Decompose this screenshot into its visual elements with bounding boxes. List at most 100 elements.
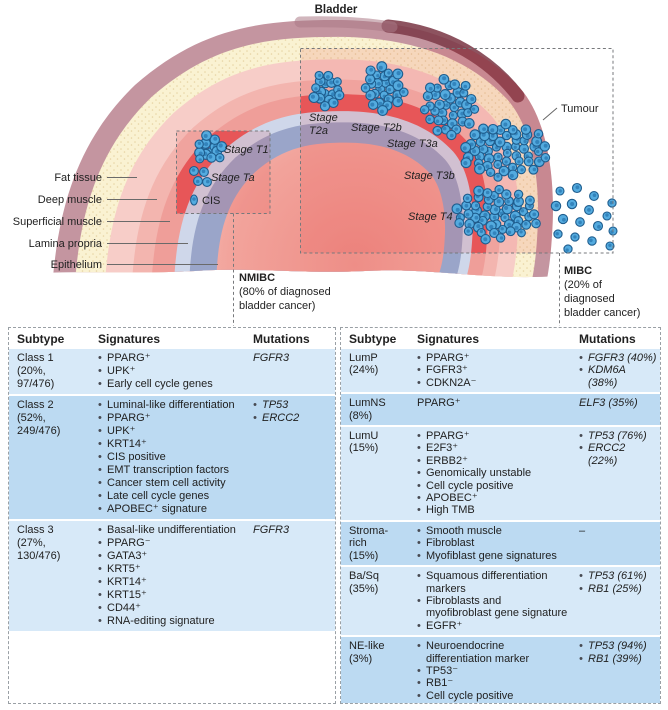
signatures-cell: •Squamous differentiation markers•Fibrob… xyxy=(409,570,571,632)
stage-t2a-cell-cluster xyxy=(308,70,345,112)
bullet-marker: • xyxy=(417,619,421,632)
list-item: •APOBEC⁺ xyxy=(417,492,478,505)
bullet-marker: • xyxy=(417,570,421,583)
stage-t2b-cell-cluster xyxy=(360,61,409,116)
list-item: •TP53 (61%) xyxy=(579,570,647,583)
list-item: •PPARG⁺ xyxy=(417,352,470,364)
list-item: •KRT5⁺ xyxy=(98,563,141,575)
table-header-row: Subtype Signatures Mutations xyxy=(9,328,335,349)
bullet-marker: • xyxy=(417,492,421,505)
list-item: •RB1⁻ xyxy=(417,677,454,690)
column-header: Subtype xyxy=(17,332,65,346)
bullet-marker: • xyxy=(98,438,102,450)
list-item: ELF3 (35%) xyxy=(579,397,638,410)
stage-t3a-cell-cluster xyxy=(419,73,480,141)
subtype-cell: LumU(15%) xyxy=(349,430,379,455)
bullet-marker: • xyxy=(98,615,102,627)
signatures-cell: •PPARG⁺•E2F3⁺•ERBB2⁺•Genomically unstabl… xyxy=(409,430,571,517)
table-row: Class 2(52%,249/476)•Luminal-like differ… xyxy=(9,396,335,519)
list-item: •UPK⁺ xyxy=(98,425,136,437)
bullet-marker: • xyxy=(417,467,421,480)
nmibc-label-line1: (80% of diagnosed xyxy=(239,286,331,298)
subtype-cell: Stroma-rich(15%) xyxy=(349,524,389,562)
bullet-marker: • xyxy=(417,689,421,702)
cis-label: CIS xyxy=(202,195,220,207)
stage-ta-label: Stage Ta xyxy=(211,172,255,184)
bullet-marker: • xyxy=(579,640,583,653)
column-header: Mutations xyxy=(579,332,636,346)
bullet-marker: • xyxy=(579,442,583,455)
list-item: •Cell cycle positive xyxy=(417,479,514,492)
annotations xyxy=(107,48,614,326)
list-item: •KRT15⁺ xyxy=(98,589,147,601)
bullet-marker: • xyxy=(417,376,421,389)
list-item: •EGFR⁺ xyxy=(417,619,463,632)
layer-label-lamina-propria: Lamina propria xyxy=(29,238,103,250)
list-item: •RB1 (25%) xyxy=(579,582,642,595)
bullet-marker: • xyxy=(98,524,102,536)
list-item: – xyxy=(579,524,586,537)
mibc-label-title: MIBC xyxy=(564,265,592,277)
list-item: PPARG⁺ xyxy=(417,397,461,410)
list-item: •Luminal-like differentiation xyxy=(98,399,235,411)
signatures-cell: •Basal-like undifferentiation•PPARG⁻•GAT… xyxy=(90,524,245,628)
table-row: LumP(24%)•PPARG⁺•FGFR3⁺•CDKN2A⁻•FGFR3 (4… xyxy=(341,349,660,393)
list-item: •TP53 xyxy=(253,399,289,411)
bullet-marker: • xyxy=(98,477,102,489)
subtype-cell: LumP(24%) xyxy=(349,352,379,377)
bullet-marker: • xyxy=(98,503,102,515)
list-item: •CD44⁺ xyxy=(98,602,141,614)
list-item: •RB1 (39%) xyxy=(579,652,642,665)
bullet-marker: • xyxy=(579,652,583,665)
table-row: Stroma-rich(15%) •Smooth muscle•Fibroblas… xyxy=(341,521,660,566)
column-header: Signatures xyxy=(98,332,161,346)
stage-t2a-label-line2: T2a xyxy=(309,125,328,137)
bullet-marker: • xyxy=(417,352,421,364)
tumour-cells xyxy=(189,61,618,254)
list-item: •GATA3⁺ xyxy=(98,550,148,562)
stage-t2b-label: Stage T2b xyxy=(351,122,402,134)
bullet-marker: • xyxy=(579,364,583,377)
bullet-marker: • xyxy=(98,451,102,463)
stage-t1-cell-cluster xyxy=(194,130,228,164)
bladder-cross-section xyxy=(50,16,553,278)
list-item: •PPARG⁺ xyxy=(98,352,151,364)
signatures-cell: •PPARG⁺•FGFR3⁺•CDKN2A⁻ xyxy=(409,352,571,389)
tumour-label: Tumour xyxy=(561,103,599,115)
list-item: •ERCC2 xyxy=(253,412,300,424)
bullet-marker: • xyxy=(579,570,583,583)
bullet-marker: • xyxy=(417,594,421,607)
bullet-marker: • xyxy=(579,582,583,595)
layer-pointer-lines xyxy=(107,177,218,265)
subtype-cell: LumNS (8%) xyxy=(349,397,386,422)
list-item: •Cell cycle positive xyxy=(417,689,514,702)
list-item: •ERCC2 (22%) xyxy=(579,442,626,467)
disseminating-cells xyxy=(550,182,618,254)
bullet-marker: • xyxy=(417,442,421,455)
bullet-marker: • xyxy=(98,602,102,614)
stage-t2a-label-line1: Stage xyxy=(309,112,338,124)
mutations-cell: •TP53 (94%)•RB1 (39%) xyxy=(571,640,660,702)
bullet-marker: • xyxy=(417,677,421,690)
signatures-cell: •Luminal-like differentiation•PPARG⁺•UPK… xyxy=(90,399,245,516)
mutations-cell: FGFR3 xyxy=(245,352,335,391)
mutations-cell: – xyxy=(571,525,660,562)
list-item: •Neuroendocrine differentiation marker xyxy=(417,640,530,665)
layer-label-superficial-muscle: Superficial muscle xyxy=(13,216,102,228)
bullet-marker: • xyxy=(417,364,421,377)
stage-t1-label: Stage T1 xyxy=(224,144,269,156)
stage-t4-cell-cluster xyxy=(451,184,541,245)
column-header: Mutations xyxy=(253,332,310,346)
stage-t3b-tumour-cell-cluster xyxy=(460,118,551,182)
stage-t3a-label: Stage T3a xyxy=(387,138,438,150)
table-row: LumU(15%) •PPARG⁺•E2F3⁺•ERBB2⁺•Genomicall… xyxy=(341,427,660,520)
subtype-cell: NE-like(3%) xyxy=(349,640,385,665)
signatures-cell: •Smooth muscle•Fibroblast•Myofiblast gen… xyxy=(409,525,571,562)
nmibc-label-line2: bladder cancer) xyxy=(239,300,315,312)
bullet-marker: • xyxy=(98,464,102,476)
list-item: •High TMB xyxy=(417,504,475,517)
stage-t4-label: Stage T4 xyxy=(408,211,453,223)
bullet-marker: • xyxy=(98,399,102,411)
